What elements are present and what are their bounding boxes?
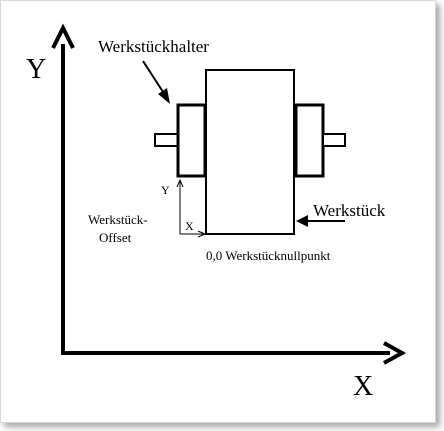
workpiece-arrow — [296, 215, 345, 227]
y-axis-label: Y — [26, 54, 46, 85]
left-holder — [154, 103, 207, 178]
offset-label-line1: Werkstück- — [88, 212, 148, 227]
offset-y-label: Y — [161, 183, 170, 197]
holder-arrow — [142, 60, 170, 104]
offset-label-line2: Offset — [99, 230, 132, 245]
offset-axes — [176, 178, 207, 238]
right-holder — [294, 103, 346, 178]
holder-label: Werkstückhalter — [98, 37, 209, 56]
workpiece-rect — [205, 69, 295, 235]
offset-x-label: X — [185, 219, 194, 233]
x-axis — [61, 341, 407, 365]
zero-point-label: 0,0 Werkstücknullpunkt — [206, 248, 331, 263]
x-axis-label: X — [353, 371, 373, 402]
y-axis — [51, 23, 75, 353]
workpiece-label: Werkstück — [313, 201, 386, 220]
